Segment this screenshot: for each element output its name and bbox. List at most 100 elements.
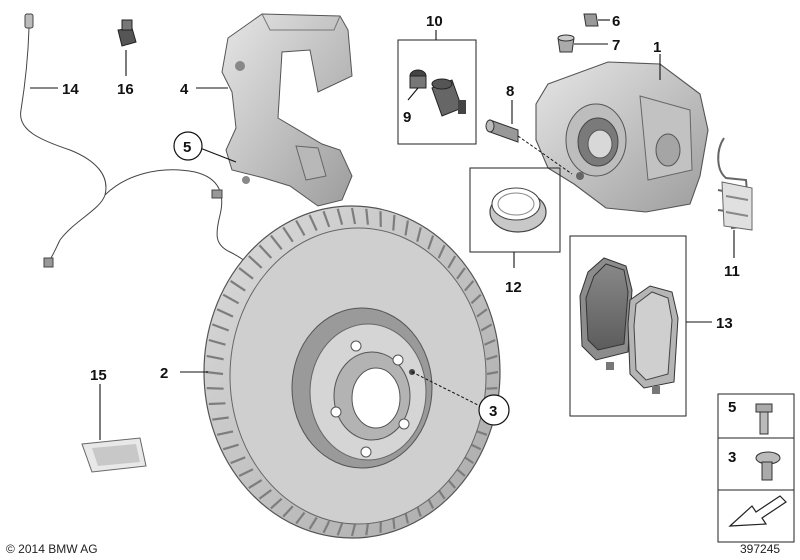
box-bolt-legend [717,393,795,543]
brake-disc [203,205,501,539]
disc-vane [336,208,344,225]
disc-vane [308,214,318,231]
disc-vane [456,267,466,280]
disc-vane [216,430,234,436]
disc-vane [258,244,273,259]
disc-vane [270,497,283,510]
callout-5: 5 [183,139,191,156]
disc-vane [206,354,224,361]
disc-vane [392,517,396,530]
callout-11: 11 [724,263,740,280]
disc-vane [365,208,369,225]
leader-lines [30,19,735,440]
disc-vane [248,479,263,489]
caliper-carrier [221,13,353,207]
disc-vane [336,522,344,536]
brake-pad-set [579,257,679,394]
callout-1: 1 [653,39,661,56]
disc-vane [211,323,230,332]
disc-vane [230,456,246,465]
disc-vane [437,244,446,259]
disc-vane [392,215,396,231]
disc-vane [222,443,239,451]
disc-vane [212,416,229,421]
disc-vane [404,512,409,524]
disc-vane [282,505,294,518]
legend-label-5: 5 [728,399,736,416]
disc-vane [437,489,446,500]
callout-8: 8 [506,83,514,100]
disc-vane [308,516,318,530]
disc-cooling-vanes [205,207,499,537]
callout-16: 16 [117,81,134,98]
disc-vane [416,505,422,517]
disc-vane [486,354,498,361]
disc-vane [238,267,254,280]
legend-label-3: 3 [728,449,736,466]
disc-vane [476,308,488,318]
disc-vane [470,443,482,451]
disc-vane [322,210,331,228]
disc-vane [470,293,482,305]
callout-3: 3 [489,403,497,420]
callout-9: 9 [403,109,411,126]
copyright-text: © 2014 BMW AG [6,542,98,556]
callout-10: 10 [426,13,443,30]
callout-14: 14 [62,81,79,98]
guide-bolt [485,119,519,143]
callout-5-circle [173,131,203,161]
callout-7: 7 [612,37,620,54]
disc-vane [295,511,306,525]
box-brake-pads [569,235,687,417]
disc-vane [208,402,226,406]
disc-vane [480,323,493,332]
piston-seal-ring [489,187,547,233]
disc-vane [447,255,457,269]
disc-vane [258,489,272,500]
disc-vane [216,308,234,318]
disc-vane [484,338,496,346]
disc-vane [208,338,226,346]
bleed-screw [557,34,575,53]
brake-caliper [535,61,709,213]
box-guide-pins [397,39,477,145]
disc-vane [463,280,475,292]
sensor-cap [117,19,137,47]
callout-13: 13 [716,315,733,332]
disc-vane [350,207,357,225]
orientation-arrow-icon [728,495,787,527]
disc-vane [427,498,435,509]
callout-6: 6 [612,13,620,30]
disc-vane [248,255,263,269]
disc-vane [464,456,475,465]
disc-vane [350,523,357,537]
callout-12: 12 [505,279,522,296]
disc-vane [222,293,240,305]
disc-vane [270,234,283,250]
callout-15: 15 [90,367,107,384]
disc-vane [447,479,457,489]
disc-vane [456,468,466,477]
disc-vane [365,523,369,536]
anti-rattle-spring [717,137,753,231]
guide-pin-bushing [409,69,466,117]
box-piston-seal [469,167,561,253]
callout-2: 2 [160,365,168,382]
disc-vane [322,520,331,534]
disc-vane [282,226,294,243]
diagram-number: 397245 [740,542,780,556]
disc-vane [486,370,499,376]
disc-vane [205,370,224,376]
bolt-icon-3 [755,451,781,481]
disc-vane [404,220,409,236]
disc-vane [206,387,224,390]
grease-sachet [81,437,147,473]
disc-vane [229,279,246,292]
bolt-icon-5 [755,403,773,435]
bleed-cap [583,13,599,27]
disc-vane [416,227,422,242]
disc-vane [486,387,498,390]
disc-vane [238,468,254,477]
callout-4: 4 [180,81,189,98]
